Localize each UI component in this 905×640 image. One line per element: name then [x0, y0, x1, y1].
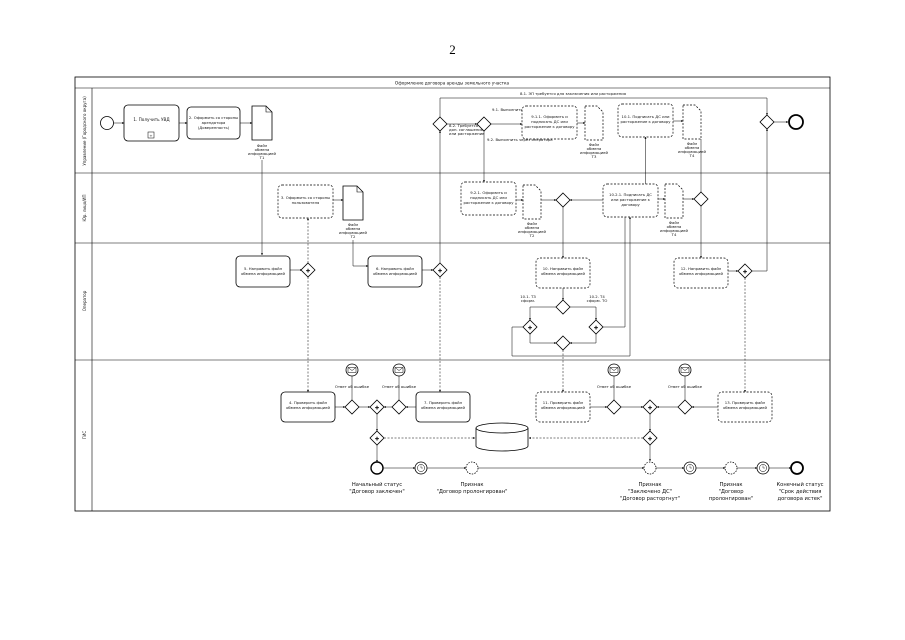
svg-text:✚: ✚: [375, 406, 380, 412]
page-number: 2: [449, 42, 456, 57]
document-d1: [251, 105, 273, 141]
svg-text:✚: ✚: [743, 270, 748, 276]
database-icon: [475, 422, 529, 452]
status-event-end: [790, 461, 804, 475]
lane-label-operator: Оператор: [82, 290, 87, 311]
message-event-4: [678, 363, 692, 377]
gateway-merge-10: [555, 335, 571, 351]
task-1-label: 1. Получить УВД: [133, 117, 170, 122]
gateway-lane2-b: [693, 191, 709, 207]
task-7: [415, 391, 471, 423]
task-5: [235, 255, 291, 288]
gateway-check-11: [606, 399, 622, 415]
document-d3: [584, 105, 604, 141]
gateway-lane2-a: [555, 192, 571, 208]
gateway-8: [432, 116, 448, 132]
document-d6: [664, 183, 684, 219]
task-3: [277, 184, 334, 219]
error-label-3: Ответ об ошибке: [597, 384, 632, 389]
gateway-10: [555, 299, 571, 315]
document-d2: [342, 185, 364, 221]
message-event-1: [345, 363, 359, 377]
message-event-3: [607, 363, 621, 377]
signal-event-2: [643, 461, 657, 475]
lane-label-admin: Управление (Городского округа): [82, 96, 87, 166]
svg-text:✚: ✚: [648, 406, 653, 412]
sign-2-label: Признак"Заключено ДС""Договор расторгнут…: [620, 482, 680, 502]
status-event-start: [370, 461, 384, 475]
end-event: [788, 114, 804, 130]
signal-event-1: [465, 461, 479, 475]
task-9-1-1: [521, 105, 578, 140]
flow-label-top: 8.1. ЭП требуется для заключения или рас…: [520, 91, 626, 96]
gateway-end-merge: [759, 114, 775, 130]
lane-label-legal-entity: Юр. лицо/ИП: [82, 194, 87, 221]
message-event-2: [392, 363, 406, 377]
task-6: [367, 255, 423, 288]
pool-frame: [74, 76, 831, 512]
start-event: [100, 116, 114, 130]
svg-text:✚: ✚: [594, 326, 599, 332]
error-label-4: Ответ об ошибке: [668, 384, 703, 389]
task-10-2-1: [602, 183, 659, 218]
signal-event-3: [724, 461, 738, 475]
sign-1-label: Признак"Договор пролонгирован": [436, 482, 507, 495]
svg-text:+: +: [149, 133, 152, 138]
task-13: [717, 391, 773, 423]
error-label-2: Ответ об ошибке: [382, 384, 417, 389]
document-d5: [522, 184, 542, 220]
document-d4: [682, 104, 702, 140]
task-9-2-1: [460, 181, 517, 216]
svg-text:✚: ✚: [306, 269, 311, 275]
lane-label-gis: ГИС: [82, 431, 87, 439]
gateway-check-7: [391, 399, 407, 415]
svg-text:✚: ✚: [528, 326, 533, 332]
flow-label-92: 9.2. Выполнить через оператора: [487, 137, 553, 142]
svg-text:✚: ✚: [438, 269, 443, 275]
pool-title: Оформление договора аренды земельного уч…: [395, 81, 510, 86]
start-status-label: Начальный статус"Договор заключен": [349, 481, 404, 495]
task-10-1: [617, 103, 674, 138]
task-12: [673, 257, 729, 289]
svg-text:✚: ✚: [648, 437, 653, 443]
svg-text:✚: ✚: [375, 437, 380, 443]
gateway-check-4: [344, 399, 360, 415]
gateway-check-13: [677, 399, 693, 415]
error-label-1: Ответ об ошибке: [335, 384, 370, 389]
